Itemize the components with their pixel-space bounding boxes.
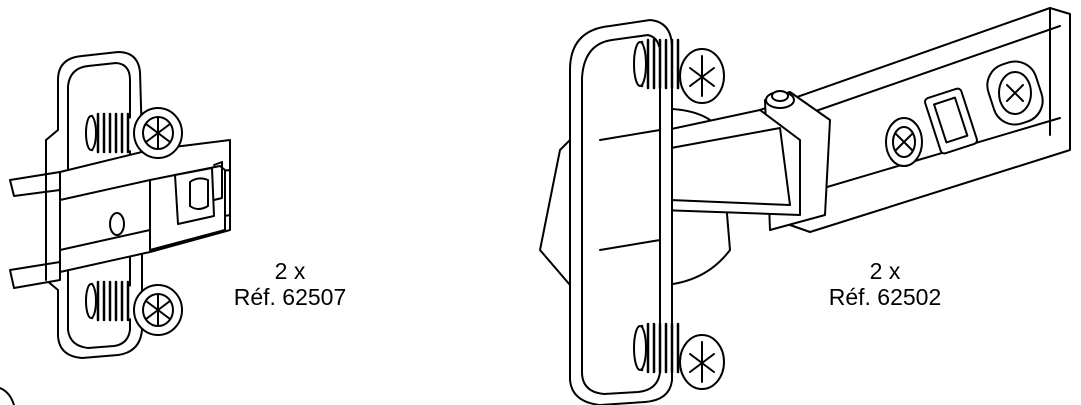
plate-center-hole [109,212,125,236]
corner-arc [0,387,15,405]
plate-quantity: 2 x [274,258,306,284]
hinge-screw-bottom [633,322,725,390]
hinge-wing [569,19,673,405]
mounting-plate-drawing [9,51,231,359]
cup-hinge-drawing [539,7,1071,405]
plate-screw-bottom [85,280,183,336]
plate-screw-top [85,107,183,159]
hinge-label: 2 x Réf. 62502 [815,258,955,310]
plate-reference: Réf. 62507 [233,284,347,310]
hinge-quantity: 2 x [869,258,901,284]
plate-label: 2 x Réf. 62507 [220,258,360,310]
hinge-screw-top [633,38,725,104]
plate-rail-bottom [9,261,61,289]
hinge-reference: Réf. 62502 [828,284,942,310]
